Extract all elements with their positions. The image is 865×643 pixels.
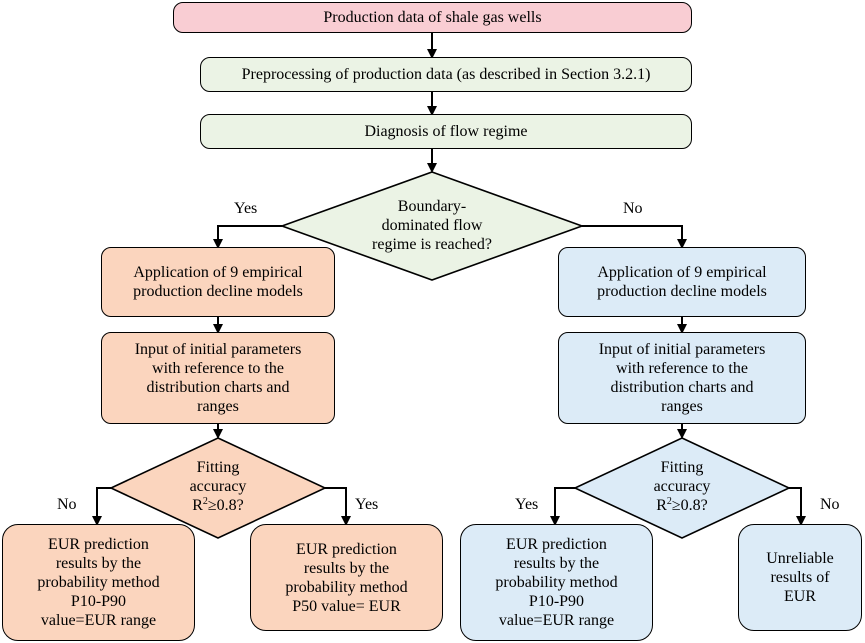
production-data-box-text: Production data of shale gas wells <box>323 8 541 27</box>
left-fitting-line1: Fitting <box>196 459 240 476</box>
left-models-box: Application of 9 empirical production dec… <box>101 247 335 317</box>
diagnosis-box: Diagnosis of flow regime <box>200 114 692 149</box>
node-text-line: results by the <box>303 559 390 577</box>
node-text-line: EUR <box>784 588 816 605</box>
arrow-left-fitting-yes <box>325 487 351 526</box>
preprocessing-box-text: Preprocessing of production data (as des… <box>242 65 651 84</box>
left-fitting-decision-shape <box>109 437 327 539</box>
arrow-left-fitting-no <box>92 487 111 526</box>
right-fitting-no-label: No <box>820 496 840 513</box>
left-input-box: Input of initial parameters with referenc… <box>101 332 335 424</box>
node-text-line: Input of initial parameters <box>598 341 766 358</box>
left-p10-p90-result-box: EUR prediction results by the probability … <box>2 524 195 641</box>
boundary-no-label: No <box>623 200 643 217</box>
node-text-line: distribution charts and <box>146 379 290 396</box>
node-text-line: results of <box>770 569 830 586</box>
right-fitting-line1: Fitting <box>660 459 704 476</box>
right-fitting-text: Fitting accuracy R2≥0.8? <box>622 458 742 515</box>
node-text-line: P50 value= EUR <box>292 597 401 615</box>
right-fitting-yes-label: Yes <box>515 496 539 513</box>
node-text-line: production decline models <box>133 283 303 300</box>
production-data-box: Production data of shale gas wells <box>173 2 692 33</box>
node-text-line: Unreliable <box>766 550 834 567</box>
right-p10-p90-result-box-text: EUR prediction results by the probability … <box>495 535 617 630</box>
node-text-line: Boundary- <box>397 198 467 215</box>
left-models-box-text: Application of 9 empirical production dec… <box>133 263 303 301</box>
node-text-line: P10-P90 <box>528 593 585 610</box>
left-fitting-line2: accuracy <box>189 478 247 495</box>
preprocessing-box: Preprocessing of production data (as des… <box>200 57 692 92</box>
boundary-decision-shape <box>279 171 585 281</box>
node-text-line: with reference to the <box>152 360 284 377</box>
node-text-line: probability method <box>285 578 408 596</box>
node-text-line: Preprocessing of production data (as des… <box>241 66 651 83</box>
node-text-line: value=EUR range <box>498 612 615 629</box>
arrow-right-fitting-yes <box>550 487 575 526</box>
node-text-line: value=EUR range <box>40 612 157 629</box>
node-text-line: EUR prediction <box>506 536 607 553</box>
right-models-box: Application of 9 empirical production dec… <box>558 247 806 317</box>
node-text-line: Application of 9 empirical <box>133 264 303 281</box>
node-text-line: results by the <box>55 555 142 572</box>
node-text-line: dominated flow <box>381 217 483 234</box>
right-fitting-criterion: R2≥0.8? <box>656 496 708 515</box>
left-p10-p90-result-box-text: EUR prediction results by the probability … <box>37 535 159 630</box>
boundary-decision-text: Boundary-dominated flow regime is reached… <box>332 197 532 254</box>
node-text-line: probability method <box>37 574 160 591</box>
diagnosis-box-text: Diagnosis of flow regime <box>364 122 527 141</box>
unreliable-result-box-text: Unreliable results of EUR <box>766 549 834 606</box>
node-text-line: Diagnosis of flow regime <box>364 123 528 140</box>
right-fitting-line2: accuracy <box>653 478 711 495</box>
boundary-decision-text-text: Boundary-dominated flow regime is reached… <box>332 197 532 254</box>
node-text-line: EUR prediction <box>48 536 149 553</box>
node-text-line: EUR prediction <box>296 540 397 558</box>
arrow-boundary-yes <box>213 225 282 249</box>
node-text-line: Application of 9 empirical <box>597 264 767 281</box>
left-fitting-criterion: R2≥0.8? <box>192 496 244 515</box>
right-fitting-decision-shape <box>573 437 791 539</box>
node-text-line: production decline models <box>597 283 767 300</box>
node-text-line: probability method <box>495 574 618 591</box>
node-text-line: ranges <box>197 398 239 415</box>
left-fitting-text: Fitting accuracy R2≥0.8? <box>158 458 278 515</box>
boundary-yes-label: Yes <box>234 200 258 217</box>
node-text-line: Production data of shale gas wells <box>323 9 542 26</box>
node-text-line: P10-P90 <box>70 593 127 610</box>
right-input-box: Input of initial parameters with referenc… <box>558 332 806 424</box>
node-text-line: with reference to the <box>616 360 748 377</box>
unreliable-result-box: Unreliable results of EUR <box>738 524 862 631</box>
node-text-line: ranges <box>661 398 703 415</box>
right-input-box-text: Input of initial parameters with referenc… <box>599 340 766 416</box>
left-fitting-yes-label: Yes <box>355 496 379 513</box>
right-p10-p90-result-box: EUR prediction results by the probability … <box>460 524 653 641</box>
right-models-box-text: Application of 9 empirical production dec… <box>597 263 767 301</box>
left-fitting-no-label: No <box>57 496 77 513</box>
node-text-line: distribution charts and <box>610 379 754 396</box>
node-text-line: Input of initial parameters <box>134 341 302 358</box>
arrow-boundary-no <box>582 225 687 249</box>
arrow-right-fitting-no <box>789 487 806 526</box>
node-text-line: regime is reached? <box>372 236 492 253</box>
node-text-line: results by the <box>513 555 600 572</box>
left-input-box-text: Input of initial parameters with referenc… <box>135 340 302 416</box>
